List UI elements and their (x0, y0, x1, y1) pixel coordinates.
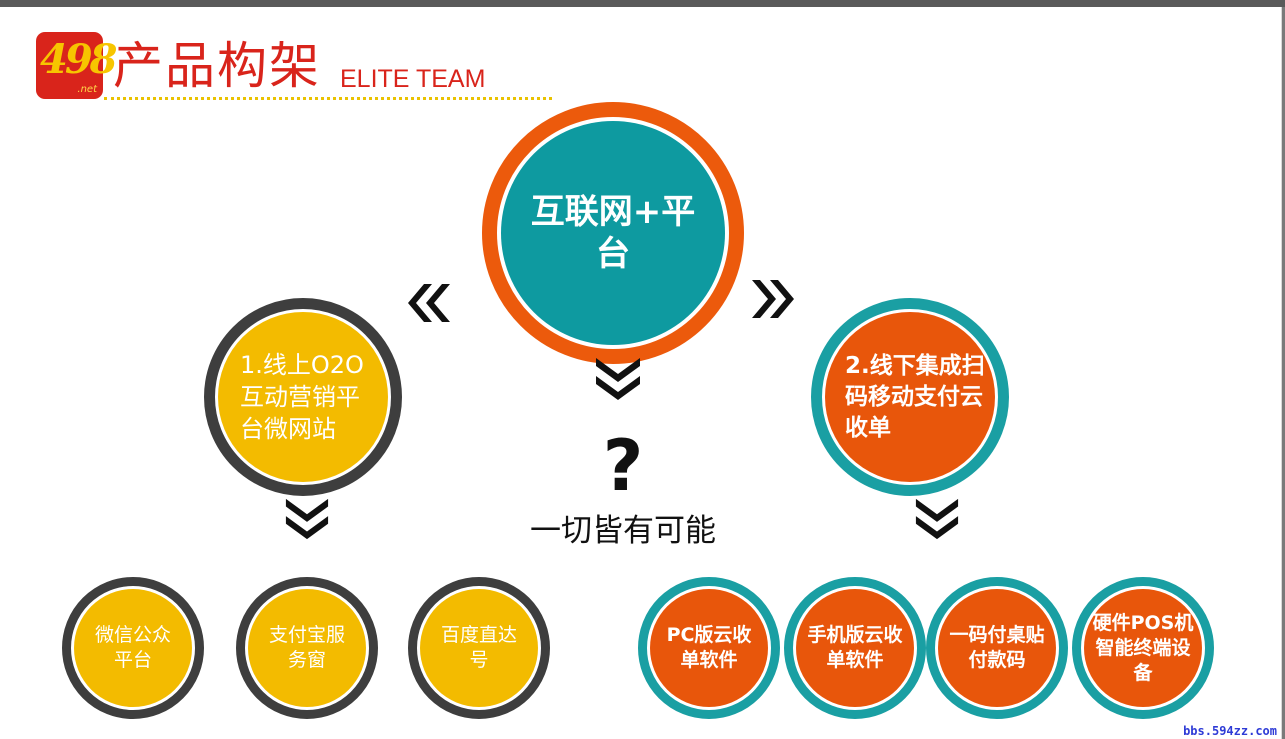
left-child-node: 支付宝服务窗 (236, 577, 378, 719)
logo: 498 .net (36, 32, 117, 99)
right-edge-inner (1281, 7, 1282, 739)
watermark: bbs.594zz.com (1183, 724, 1277, 738)
double-chevron-down-icon (285, 498, 329, 540)
tagline: 一切皆有可能 (530, 513, 716, 549)
top-bar (0, 0, 1285, 7)
left-child-label: 微信公众平台 (94, 624, 171, 671)
logo-digits: 498 (40, 36, 117, 83)
center-node-label: 互联网+平台 (530, 192, 696, 274)
left-child-node: 百度直达号 (408, 577, 550, 719)
right-child-node: 一码付桌贴付款码 (926, 577, 1068, 719)
left-child-label: 百度直达号 (440, 624, 517, 671)
left-child-node: 微信公众平台 (62, 577, 204, 719)
double-chevron-right-icon (752, 280, 794, 318)
right-child-label: 手机版云收单软件 (807, 624, 903, 671)
right-edge (1282, 7, 1285, 739)
left-child-label: 支付宝服务窗 (268, 624, 345, 671)
right-child-node: 硬件POS机智能终端设备 (1072, 577, 1214, 719)
double-chevron-left-icon (408, 284, 450, 322)
page-subtitle: ELITE TEAM (340, 65, 486, 93)
left-node-label: 1.线上O2O互动营销平台微网站 (240, 351, 364, 443)
right-node: 2.线下集成扫码移动支付云收单 (811, 298, 1009, 496)
center-node: 互联网+平台 (482, 102, 744, 364)
double-chevron-down-icon (596, 358, 640, 400)
right-child-node: 手机版云收单软件 (784, 577, 926, 719)
title-underline (104, 97, 552, 100)
left-node: 1.线上O2O互动营销平台微网站 (204, 298, 402, 496)
logo-suffix: .net (77, 84, 97, 95)
question-mark: ? (602, 425, 644, 507)
double-chevron-down-icon (915, 498, 959, 540)
right-child-node: PC版云收单软件 (638, 577, 780, 719)
right-child-label: 一码付桌贴付款码 (949, 624, 1045, 671)
right-child-label: PC版云收单软件 (666, 624, 752, 671)
right-child-label: 硬件POS机智能终端设备 (1092, 611, 1194, 684)
page-title: 产品构架 (113, 37, 321, 95)
right-node-label: 2.线下集成扫码移动支付云收单 (845, 352, 985, 441)
